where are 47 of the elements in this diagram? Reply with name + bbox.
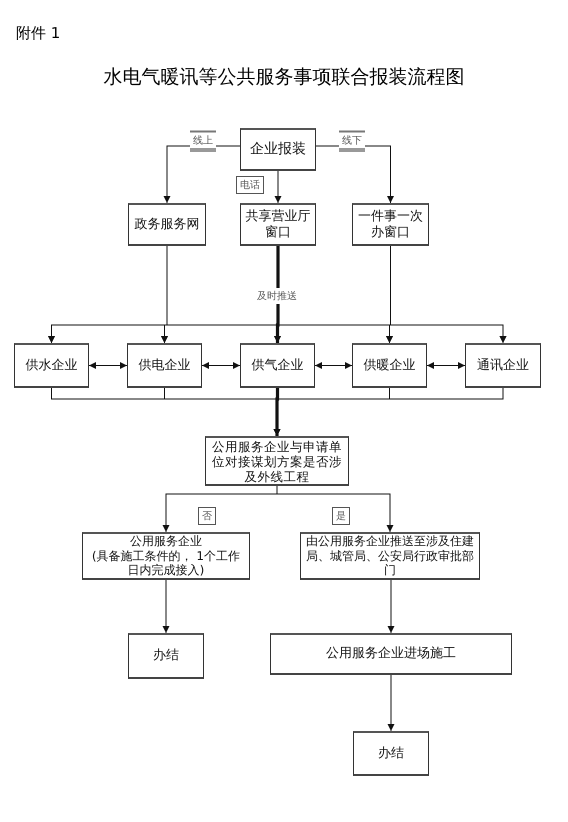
process-box	[240, 343, 315, 388]
box-text: (具备施工条件的， 1个工作日内完成接入)	[90, 548, 242, 578]
arrow	[388, 674, 394, 732]
edge-label: 是	[332, 507, 350, 525]
box-text: 一件事一次办窗口	[357, 208, 424, 240]
arrow	[88, 362, 128, 369]
arrow	[314, 362, 352, 369]
process-box	[82, 532, 250, 580]
box-text: 供气企业	[252, 358, 304, 374]
process-box	[353, 731, 429, 776]
process-box	[240, 203, 316, 246]
process-box	[352, 343, 427, 388]
process-box	[127, 343, 202, 388]
process-box	[205, 436, 349, 486]
box-text: 办结	[378, 746, 404, 762]
box-text: 政务服务网	[134, 216, 200, 232]
arrow	[274, 388, 280, 436]
arrow	[388, 580, 394, 634]
box-text: 供暖企业	[364, 358, 416, 374]
arrow	[426, 362, 466, 369]
box-text: 办结	[153, 648, 179, 664]
process-box	[240, 128, 316, 171]
arrow	[274, 170, 282, 204]
diagram-title: 水电气暖讯等公共服务事项联合报装流程图	[102, 65, 466, 90]
box-text: 公用服务企业进场施工	[326, 646, 456, 662]
box-text: 公用服务企业与申请单位对接谋划方案是否涉及外线工程	[211, 438, 343, 484]
box-text: 企业报装	[250, 141, 306, 158]
arrow	[276, 486, 394, 532]
edge-label: 否	[198, 507, 216, 525]
process-box	[270, 633, 512, 675]
box-text: 供电企业	[138, 358, 190, 374]
process-box	[352, 203, 429, 246]
arrow	[202, 362, 240, 369]
arrow	[162, 580, 170, 634]
edge-label: 线上	[190, 130, 216, 152]
edge-label: 电话	[236, 176, 264, 194]
process-box	[128, 203, 206, 246]
box-text: 供水企业	[26, 358, 78, 374]
process-box	[128, 633, 204, 679]
edge-label: 线下	[339, 130, 365, 152]
process-box	[465, 343, 541, 388]
attachment-label: 附件 1	[16, 24, 60, 43]
process-box	[14, 343, 89, 388]
box-text: 通讯企业	[477, 358, 529, 374]
box-text: 公用服务企业	[130, 534, 202, 549]
box-text: 共享营业厅窗口	[244, 208, 312, 240]
box-text: 由公用服务企业推送至涉及住建局、城管局、公安局行政审批部门	[305, 534, 475, 578]
